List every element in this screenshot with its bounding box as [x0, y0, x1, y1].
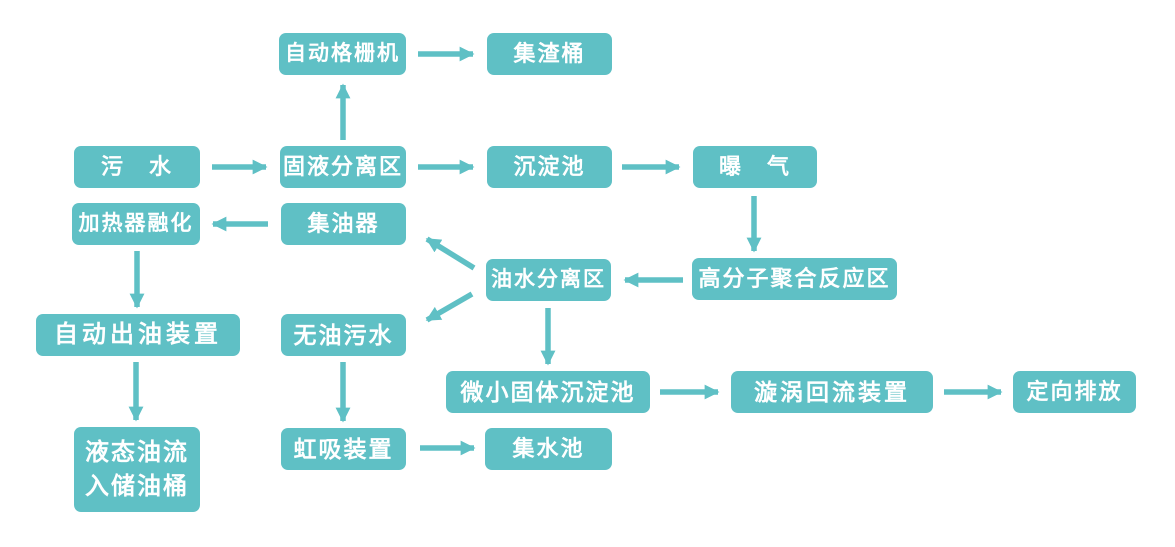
node-heater-melting: 加热器融化: [72, 203, 200, 245]
node-micro-solid-sedimentation: 微小固体沉淀池: [446, 371, 650, 413]
node-auto-grid-machine: 自动格栅机: [279, 33, 406, 75]
node-aeration: 曝 气: [693, 146, 817, 188]
node-polymer-reaction-zone: 高分子聚合反应区: [692, 258, 897, 300]
arrow-oil-water-separation-to-oil-collector: [425, 236, 476, 271]
node-oil-water-separation: 油水分离区: [486, 259, 611, 301]
node-directional-discharge: 定向排放: [1013, 371, 1136, 413]
node-siphon-device: 虹吸装置: [281, 428, 406, 470]
node-vortex-reflux-device: 漩涡回流装置: [731, 371, 933, 413]
node-sewage: 污 水: [74, 146, 200, 188]
node-slag-bucket: 集渣桶: [487, 33, 612, 75]
node-sedimentation-tank: 沉淀池: [487, 146, 612, 188]
node-oil-collector: 集油器: [281, 203, 406, 245]
node-solid-liquid-separation: 固液分离区: [280, 146, 406, 188]
node-water-collection-pool: 集水池: [485, 428, 612, 470]
arrow-oil-water-separation-to-oil-free-sewage: [425, 291, 474, 323]
node-oil-free-sewage: 无油污水: [281, 314, 406, 356]
node-auto-oil-outlet: 自动出油装置: [36, 314, 240, 356]
node-liquid-oil-to-barrel: 液态油流 入储油桶: [74, 427, 200, 512]
